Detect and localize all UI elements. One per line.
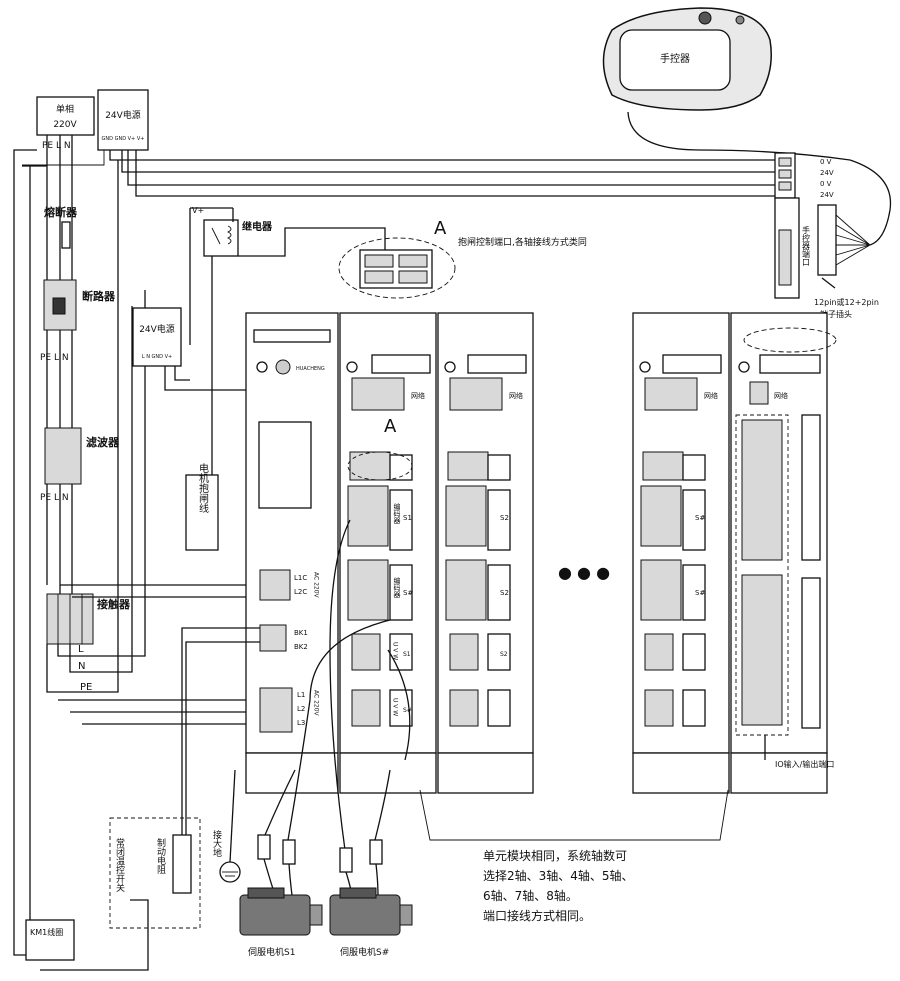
- brake-port-callout-text: 抱闸控制端口,各轴接线方式类同: [458, 236, 587, 248]
- relay-symbol: [203, 219, 239, 257]
- shash-label-d: S#: [695, 589, 705, 597]
- shash-label-a: S#: [403, 589, 413, 597]
- relay-label: 继电器: [242, 220, 273, 233]
- terminal-plug-label: 12pin或12+2pin: [814, 297, 879, 307]
- filter-label: 滤波器: [86, 435, 120, 449]
- psu24-top-box: [97, 89, 149, 151]
- bk-terminal: [259, 624, 287, 652]
- encoder-label-shash: 编码器: [393, 576, 401, 599]
- l1c-l2c-terminal: [259, 569, 291, 601]
- brake-resistor-symbol: [172, 834, 192, 894]
- note-line4: 端口接线方式相同。: [483, 908, 591, 923]
- km1-coil-label: KM1线圈: [30, 927, 63, 937]
- pin-24v-2: 24V: [820, 191, 834, 199]
- note-line2: 选择2轴、3轴、4轴、5轴、: [483, 868, 634, 883]
- uvw-label-shash: U V W: [392, 698, 399, 716]
- bk1-label: BK1: [294, 629, 308, 637]
- wire-n-label: N: [78, 661, 85, 672]
- shash-label-c: S#: [695, 514, 705, 522]
- psu24-mid-pins: L N GND V+: [142, 354, 172, 360]
- brake-line-box: [185, 474, 219, 551]
- temp-switch-group: [109, 817, 201, 929]
- pin-0v-1: 0 V: [820, 158, 832, 166]
- power-220v-label: 220V: [53, 120, 77, 130]
- brake-resistor-label: 制动电阻: [155, 837, 166, 874]
- pin-24v-1: 24V: [820, 169, 834, 177]
- terminal-plug-symbol: [817, 204, 837, 276]
- bk2-label: BK2: [294, 643, 308, 651]
- contactor-label: 接触器: [97, 597, 131, 611]
- km1-coil-box: [25, 919, 75, 961]
- callout-a-mid: A: [384, 416, 397, 437]
- terminal-plug-label-2: 端子插头: [820, 309, 852, 319]
- s2-label-b: S2: [500, 589, 509, 597]
- note-line1: 单元模块相同，系统轴数可: [483, 848, 627, 863]
- fuse-symbol: [61, 221, 71, 249]
- l2-label: L2: [297, 705, 305, 713]
- handheld-label: 手控器: [660, 52, 690, 65]
- l2c-label: L2C: [294, 588, 307, 596]
- axis-module-shash: 网络 S# S#: [632, 312, 730, 794]
- pe-l-n-top-label: PE L N: [42, 141, 71, 151]
- psu24-mid-label: 24V电源: [139, 323, 175, 335]
- l3-label: L3: [297, 719, 305, 727]
- servo-motor-shash: [329, 887, 413, 936]
- vplus-label: V+: [192, 206, 204, 215]
- wire-l-label: L: [78, 644, 84, 655]
- brand-label: HUACHENG: [296, 366, 325, 372]
- l1c-label: L1C: [294, 574, 307, 582]
- callout-a-top: A: [434, 218, 447, 239]
- brake-line-label: 电机抱闸线: [197, 462, 209, 513]
- brake-port-callout-ellipse: [338, 237, 456, 299]
- power-source-box: [36, 96, 95, 136]
- fuse-label: 熔断器: [44, 205, 78, 219]
- s1-label-a: S1: [403, 514, 412, 522]
- io-port-label: IO输入/输出端口: [775, 759, 834, 769]
- servo-shash-label: 伺服电机S#: [340, 946, 389, 958]
- power-1ph-label: 单相: [56, 103, 74, 115]
- axis-module-s1: 网络 编码器 S1 编码器 S# U V W S1 U V W S#: [339, 312, 437, 794]
- servo-s1-label: 伺服电机S1: [248, 946, 295, 958]
- ac220-label-bottom: AC 220V: [313, 690, 320, 717]
- note-line3: 6轴、7轴、8轴。: [483, 888, 578, 903]
- network-label-s1: 网络: [411, 391, 425, 400]
- pe-l-n-low-label: PE L N: [40, 493, 69, 503]
- wire-pe-label: PE: [80, 682, 92, 693]
- io-module: 网络 IO输入/输出端口: [730, 312, 837, 794]
- axis-module-s2: 网络 S2 S2 S2: [437, 312, 534, 794]
- ellipsis: ● ● ●: [558, 563, 610, 582]
- s2-label-c: S2: [500, 651, 508, 658]
- servo-motor-s1: [239, 887, 323, 936]
- l1-l2-l3-terminal: [259, 687, 293, 733]
- ground-label: 接大地: [211, 829, 222, 857]
- s1-label-b: S1: [403, 651, 411, 658]
- network-label-io: 网络: [774, 391, 788, 400]
- temp-switch-label: 常闭温控开关: [114, 837, 125, 893]
- power-module: [245, 312, 339, 754]
- s2-label-a: S2: [500, 514, 509, 522]
- psu24-top-label: 24V电源: [105, 109, 141, 121]
- psu24-mid-box: [132, 307, 182, 367]
- handheld-controller: 手控器: [602, 7, 772, 111]
- network-label-shash: 网络: [704, 391, 718, 400]
- uvw-label-s1: U V W: [392, 642, 399, 660]
- handheld-port-label: 手控器端口: [802, 225, 811, 266]
- ac220-label-top: AC 220V: [313, 572, 320, 599]
- power-module-base: [245, 752, 339, 794]
- filter-symbol: [44, 427, 82, 485]
- pe-l-n-mid-label: PE L N: [40, 353, 69, 363]
- pin-0v-2: 0 V: [820, 180, 832, 188]
- display-window: [258, 421, 312, 509]
- breaker-label: 断路器: [82, 289, 116, 303]
- psu24-top-pins: GND GND V+ V+: [102, 136, 145, 142]
- encoder-label-s1: 编码器: [393, 502, 401, 525]
- l1-label: L1: [297, 691, 305, 699]
- network-label-s2: 网络: [509, 391, 523, 400]
- shash-label-b: S#: [403, 707, 412, 714]
